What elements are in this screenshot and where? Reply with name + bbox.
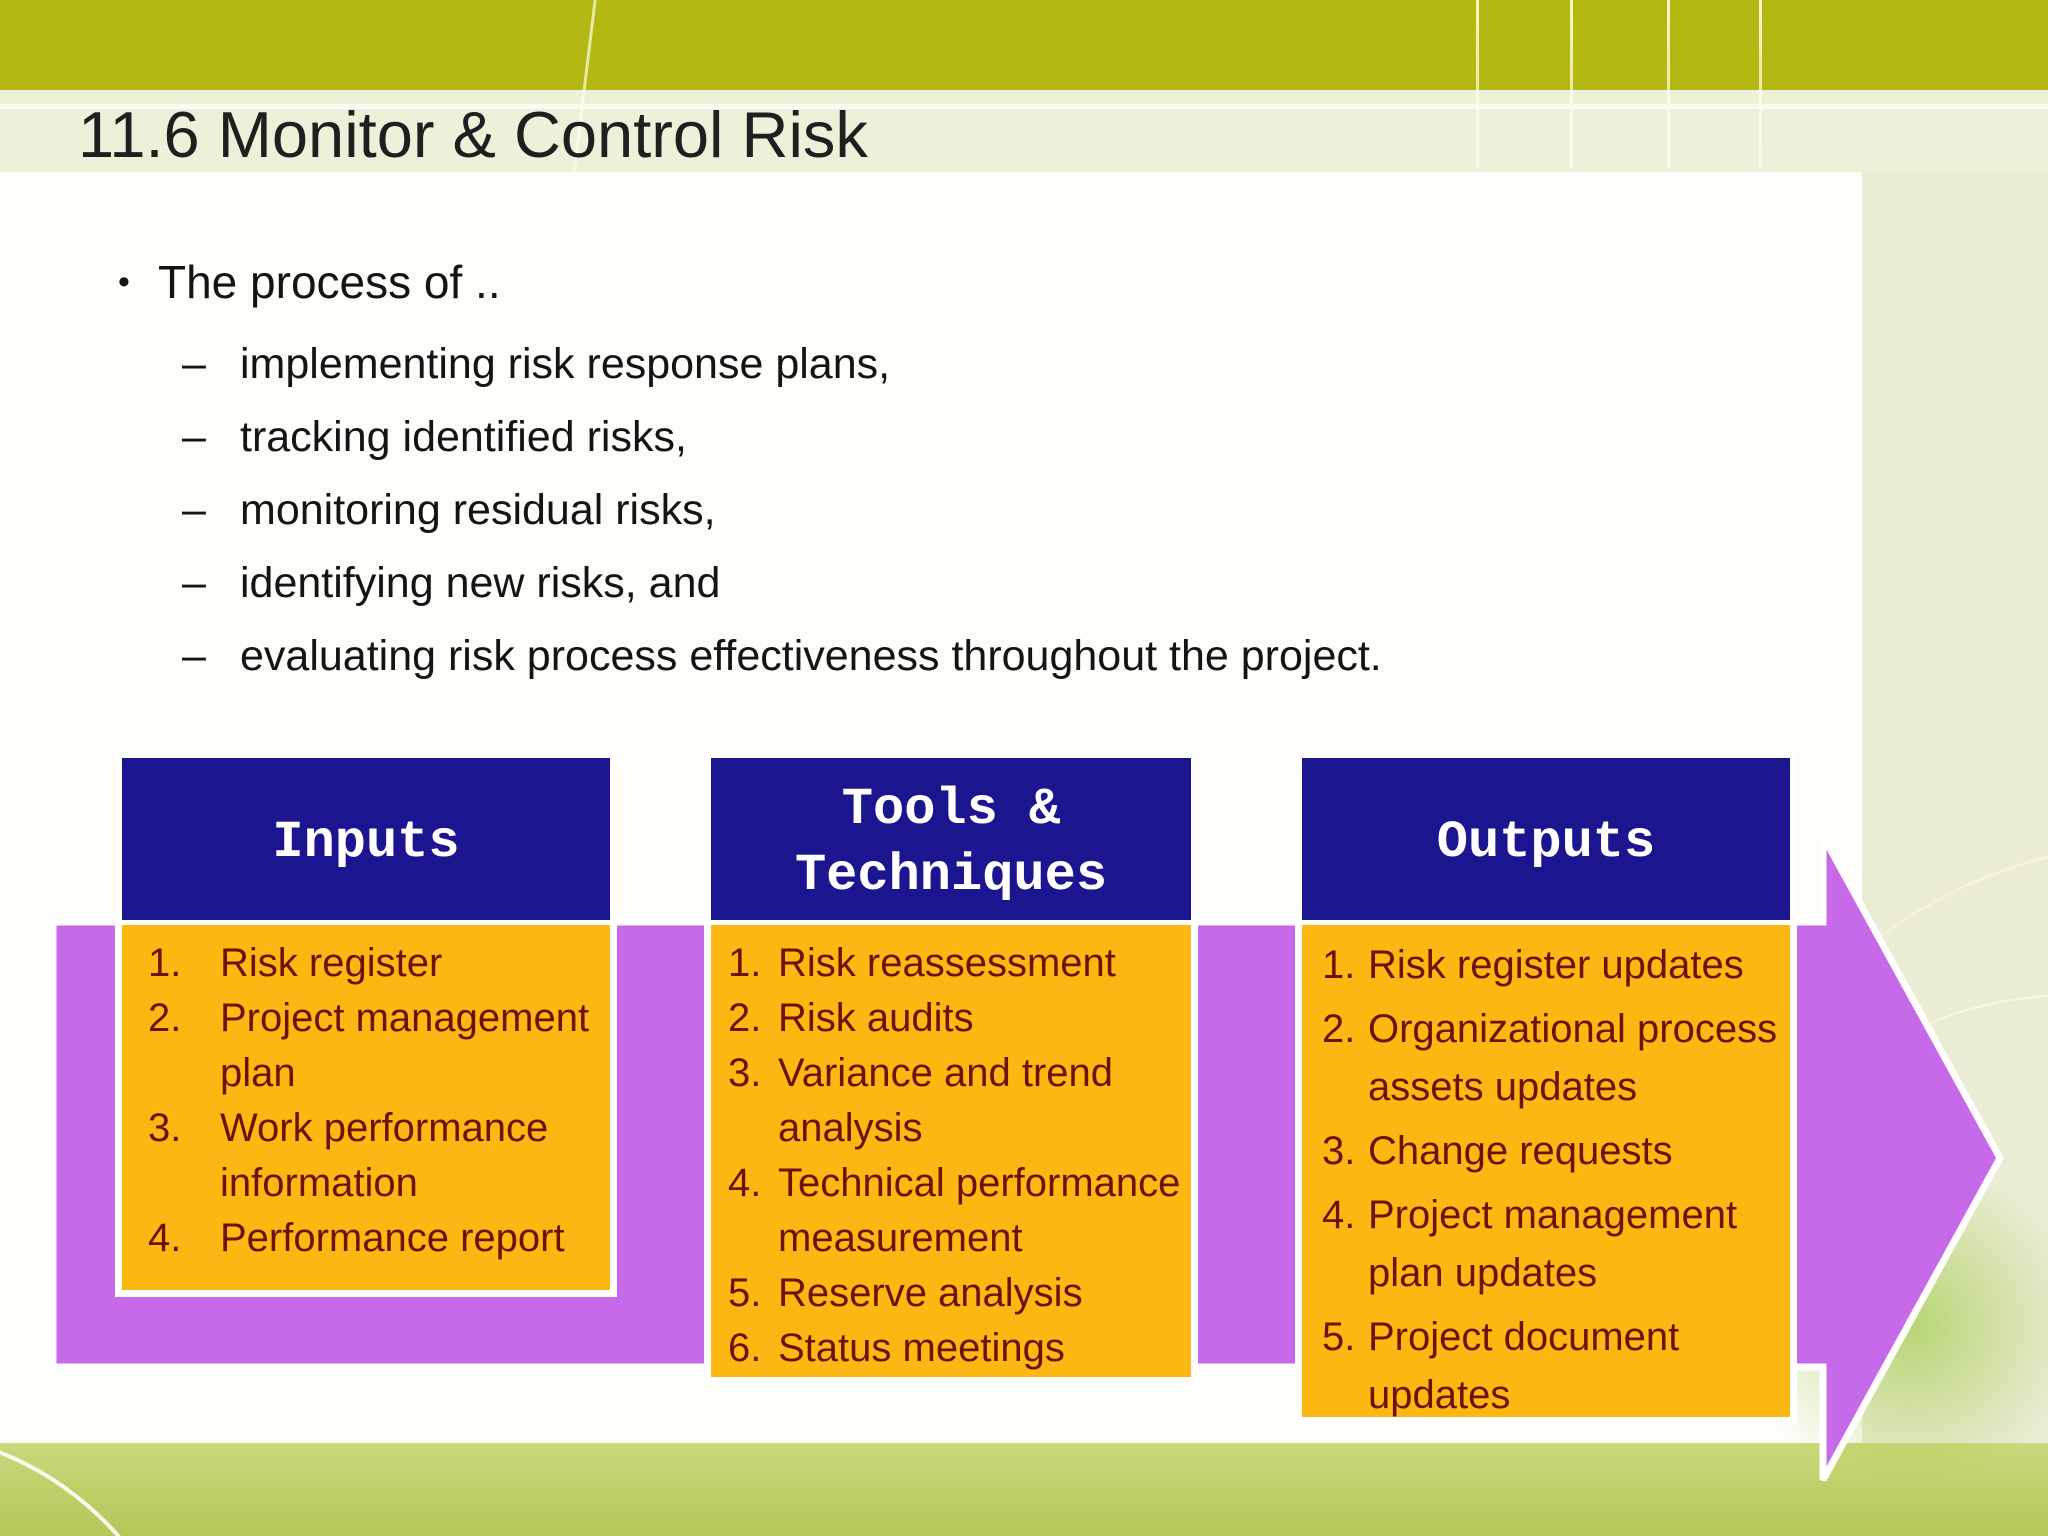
sub-bullet-text: monitoring residual risks, xyxy=(240,486,716,534)
decor-vertical-line xyxy=(1759,0,1762,168)
list-item: 1. Risk register xyxy=(148,936,596,991)
list-item: 3. Change requests xyxy=(1322,1122,1788,1180)
bullet-dot-icon: • xyxy=(118,262,130,301)
list-item: 2. Risk audits xyxy=(728,991,1185,1046)
item-text: Risk audits xyxy=(778,996,974,1040)
item-number: 4. xyxy=(1322,1193,1356,1237)
decor-vertical-line xyxy=(1570,0,1573,168)
item-text: Project management plan xyxy=(220,996,590,1095)
item-text: Work performance information xyxy=(220,1106,549,1205)
item-number: 2. xyxy=(148,996,182,1040)
item-number: 4. xyxy=(728,1161,762,1205)
inputs-list: 1. Risk register 2. Project management p… xyxy=(122,925,610,1290)
item-number: 1. xyxy=(1322,943,1356,987)
item-text: Reserve analysis xyxy=(778,1271,1083,1315)
inputs-header: Inputs xyxy=(122,758,610,920)
list-item: 5. Reserve analysis xyxy=(728,1266,1185,1321)
item-text: Risk reassessment xyxy=(778,941,1116,985)
item-text: Risk register xyxy=(220,941,443,985)
list-item: 3. Work performance information xyxy=(148,1101,596,1211)
dash-bullet-icon: – xyxy=(182,413,206,461)
list-item: 3. Variance and trend analysis xyxy=(728,1046,1185,1156)
sub-bullet-line: – implementing risk response plans, xyxy=(110,328,1810,401)
item-text: Status meetings xyxy=(778,1326,1065,1370)
sub-bullet-text: tracking identified risks, xyxy=(240,413,687,461)
sub-bullet-line: – identifying new risks, and xyxy=(110,547,1810,620)
list-item: 4. Performance report xyxy=(148,1211,596,1266)
sub-bullet-text: evaluating risk process effectiveness th… xyxy=(240,632,1382,680)
item-number: 1. xyxy=(728,941,762,985)
item-text: Risk register updates xyxy=(1368,943,1744,987)
item-number: 2. xyxy=(1322,1007,1356,1051)
bullet-text: The process of .. xyxy=(158,256,501,308)
item-number: 4. xyxy=(148,1216,182,1260)
inputs-column: Inputs 1. Risk register 2. Project manag… xyxy=(115,751,617,1297)
outputs-list: 1. Risk register updates 2. Organization… xyxy=(1302,925,1790,1417)
dash-bullet-icon: – xyxy=(182,632,206,680)
item-number: 5. xyxy=(1322,1315,1356,1359)
list-item: 1. Risk register updates xyxy=(1322,936,1788,994)
decor-vertical-line xyxy=(1476,0,1479,168)
outputs-header: Outputs xyxy=(1302,758,1790,920)
item-text: Organizational process assets updates xyxy=(1368,1007,1778,1109)
list-item: 6. Status meetings xyxy=(728,1321,1185,1376)
tools-header: Tools & Techniques xyxy=(711,758,1191,920)
sub-bullet-text: identifying new risks, and xyxy=(240,559,721,607)
item-number: 6. xyxy=(728,1326,762,1370)
sub-bullet-line: – monitoring residual risks, xyxy=(110,474,1810,547)
item-text: Technical performance measurement xyxy=(778,1161,1181,1260)
item-number: 3. xyxy=(1322,1129,1356,1173)
dash-bullet-icon: – xyxy=(182,340,206,388)
list-item: 1. Risk reassessment xyxy=(728,936,1185,991)
dash-bullet-icon: – xyxy=(182,486,206,534)
tools-list: 1. Risk reassessment 2. Risk audits 3. V… xyxy=(711,925,1191,1377)
item-text: Variance and trend analysis xyxy=(778,1051,1114,1150)
title-strip-highlight xyxy=(0,104,2048,109)
page-title: 11.6 Monitor & Control Risk xyxy=(78,98,868,171)
process-description: • The process of .. – implementing risk … xyxy=(110,252,1810,693)
bottom-olive-band xyxy=(0,1443,2048,1536)
title-strip xyxy=(0,90,2048,172)
sub-bullet-list: – implementing risk response plans, – tr… xyxy=(110,328,1810,693)
item-number: 5. xyxy=(728,1271,762,1315)
item-text: Change requests xyxy=(1368,1129,1673,1173)
item-text: Performance report xyxy=(220,1216,565,1260)
top-olive-band xyxy=(0,0,2048,90)
list-item: 2. Organizational process assets updates xyxy=(1322,1000,1788,1116)
item-number: 3. xyxy=(728,1051,762,1095)
sub-bullet-line: – tracking identified risks, xyxy=(110,401,1810,474)
list-item: 5. Project document updates xyxy=(1322,1308,1788,1424)
tools-column: Tools & Techniques 1. Risk reassessment … xyxy=(704,751,1198,1384)
dash-bullet-icon: – xyxy=(182,559,206,607)
outputs-column: Outputs 1. Risk register updates 2. Orga… xyxy=(1295,751,1797,1424)
list-item: 2. Project management plan xyxy=(148,991,596,1101)
list-item: 4. Project management plan updates xyxy=(1322,1186,1788,1302)
bullet-line: • The process of .. xyxy=(110,252,1810,312)
item-number: 2. xyxy=(728,996,762,1040)
sub-bullet-line: – evaluating risk process effectiveness … xyxy=(110,620,1810,693)
item-text: Project management plan updates xyxy=(1368,1193,1738,1295)
decor-vertical-line xyxy=(1667,0,1670,168)
item-number: 3. xyxy=(148,1106,182,1150)
item-text: Project document updates xyxy=(1368,1315,1680,1417)
list-item: 4. Technical performance measurement xyxy=(728,1156,1185,1266)
sub-bullet-text: implementing risk response plans, xyxy=(240,340,891,388)
item-number: 1. xyxy=(148,941,182,985)
